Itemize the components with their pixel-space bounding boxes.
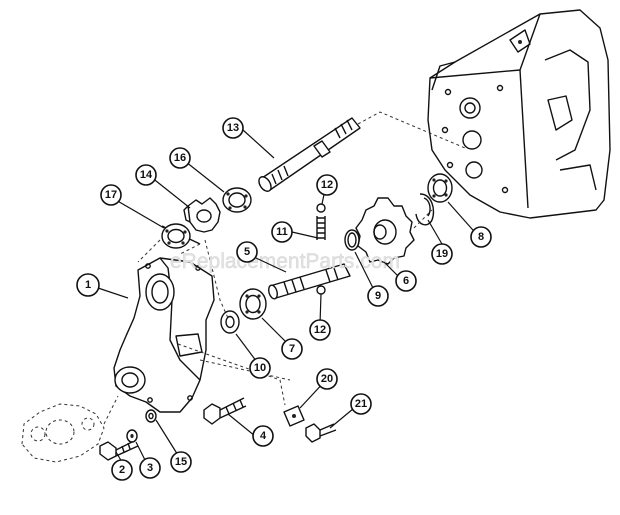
- svg-text:12: 12: [321, 179, 333, 191]
- spring-11: [316, 203, 326, 295]
- callout-7: 7: [281, 338, 303, 360]
- svg-text:13: 13: [227, 122, 239, 134]
- svg-text:15: 15: [175, 456, 187, 468]
- callout-9: 9: [367, 285, 389, 307]
- svg-text:12: 12: [314, 324, 326, 336]
- svg-text:2: 2: [119, 464, 125, 476]
- plate-20: [283, 405, 305, 427]
- svg-text:19: 19: [436, 248, 448, 260]
- callout-20: 20: [316, 368, 338, 390]
- callout-12-upper: 12: [316, 174, 338, 196]
- bearing-8: [427, 173, 453, 203]
- svg-text:11: 11: [276, 226, 288, 238]
- svg-text:4: 4: [260, 430, 267, 442]
- svg-text:21: 21: [355, 398, 367, 410]
- snap-ring-9: [344, 229, 360, 251]
- shaft-13: [258, 117, 361, 192]
- bearing-17: [161, 223, 201, 249]
- callout-12-lower: 12: [309, 319, 331, 341]
- callout-21: 21: [350, 393, 372, 415]
- callout-13: 13: [222, 117, 244, 139]
- svg-text:10: 10: [254, 362, 266, 374]
- universal-joint-yoke: [21, 395, 119, 463]
- bolt-2: [99, 439, 139, 461]
- svg-text:14: 14: [140, 169, 153, 181]
- bearing-16: [222, 187, 252, 213]
- callout-2: 2: [111, 459, 133, 481]
- callout-15: 15: [170, 451, 192, 473]
- gear-14: [183, 197, 221, 233]
- callout-5: 5: [236, 241, 258, 263]
- watermark-text: eReplacementParts.com: [170, 250, 400, 273]
- svg-text:3: 3: [147, 462, 153, 474]
- callout-4: 4: [252, 425, 274, 447]
- gear-6: [355, 197, 415, 265]
- bolt-21: [305, 423, 337, 443]
- svg-text:1: 1: [85, 279, 91, 291]
- svg-text:20: 20: [321, 373, 333, 385]
- callouts: 1 2 3 4 5 6 7 8 9 10 11 12 12 13 14 15 1…: [76, 117, 492, 481]
- svg-text:6: 6: [403, 275, 409, 287]
- svg-text:8: 8: [478, 231, 484, 243]
- callout-17: 17: [100, 184, 122, 206]
- callout-16: 16: [169, 147, 191, 169]
- svg-text:5: 5: [244, 246, 250, 258]
- callout-10: 10: [249, 357, 271, 379]
- washer-10: [220, 310, 240, 334]
- callout-8: 8: [470, 226, 492, 248]
- svg-text:17: 17: [105, 189, 117, 201]
- washer-15: [145, 409, 157, 423]
- callout-19: 19: [431, 243, 453, 265]
- reference-lines: [137, 111, 466, 319]
- snap-ring-19: [415, 193, 435, 226]
- svg-text:16: 16: [174, 152, 186, 164]
- bolt-4: [203, 397, 247, 425]
- washer-3: [126, 429, 138, 443]
- callout-6: 6: [395, 270, 417, 292]
- svg-text:7: 7: [289, 343, 295, 355]
- gearbox-housing-1: [113, 257, 291, 413]
- svg-text:9: 9: [375, 290, 381, 302]
- callout-3: 3: [139, 457, 161, 479]
- callout-11: 11: [271, 221, 293, 243]
- shaft-5: [267, 263, 351, 300]
- callout-1: 1: [76, 273, 100, 297]
- bearing-7: [239, 288, 267, 320]
- callout-14: 14: [135, 164, 157, 186]
- transmission-housing: [427, 9, 611, 219]
